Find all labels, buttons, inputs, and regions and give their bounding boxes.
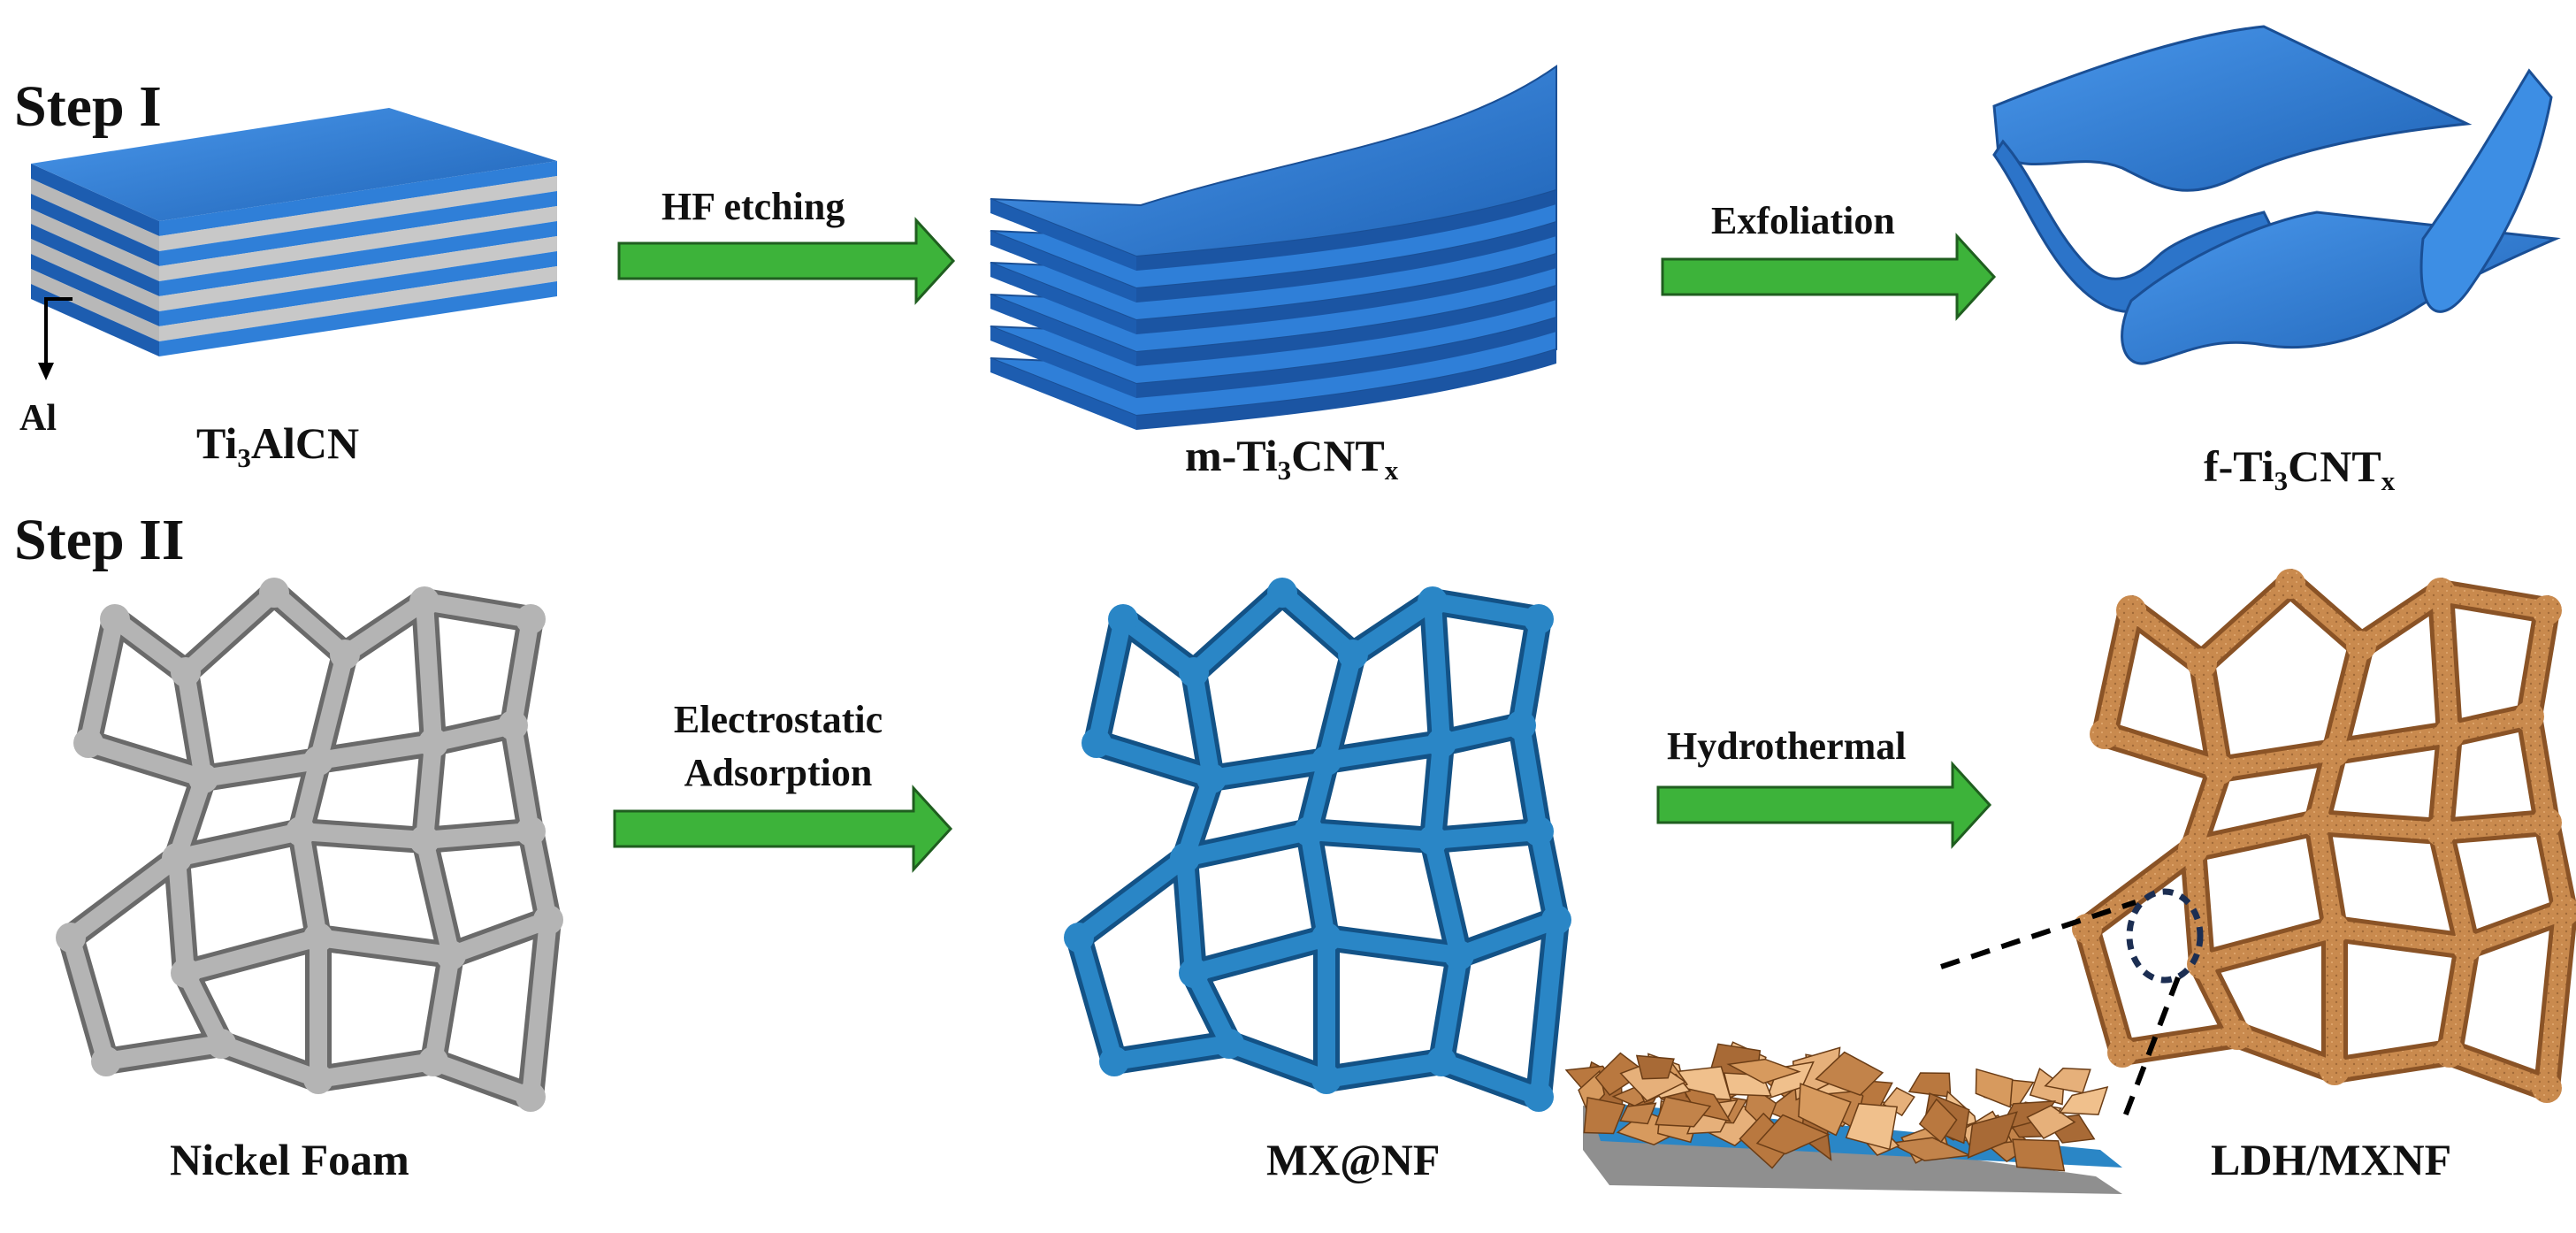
electrostatic-label: Electrostatic [673,698,883,741]
ti3alcn-label: Ti3AlCN [196,418,360,473]
exfoliation-arrow [1661,233,1997,321]
f-ti3cntx-label: f-Ti3CNTx [2204,441,2396,496]
al-pointer-arrowhead [38,363,54,380]
ti3alcn-block [31,108,557,380]
adsorption-label: Adsorption [684,751,873,794]
exfoliation-label: Exfoliation [1711,199,1895,242]
mx-nf-label: MX@NF [1266,1135,1441,1184]
nickel-foam-illustration [56,578,563,1112]
al-pointer-line [44,297,73,371]
hydrothermal-arrow [1656,761,1992,849]
m-ti3cntx-label: m-Ti3CNTx [1185,431,1399,486]
mx-nf-foam-illustration [1064,578,1571,1112]
step-2-heading: Step II [14,508,185,572]
process-arrows [613,217,1997,873]
ldh-mxnf-foam-illustration [2072,569,2576,1103]
nickel-foam-label: Nickel Foam [170,1135,409,1184]
al-label: Al [19,398,57,439]
ldh-nanosheet-closeup [1564,1041,2122,1194]
m-ti3cntx-sheets [990,65,1557,430]
zoom-indicator [1940,888,2204,1125]
step-1-heading: Step I [14,74,162,139]
hf-etching-label: HF etching [661,185,845,228]
f-ti3cntx-flakes [1992,25,2561,365]
hf-etching-arrow [617,217,956,305]
hydrothermal-label: Hydrothermal [1667,724,1907,768]
ldh-mxnf-label: LDH/MXNF [2211,1135,2452,1184]
electrostatic-adsorption-arrow [613,785,953,873]
